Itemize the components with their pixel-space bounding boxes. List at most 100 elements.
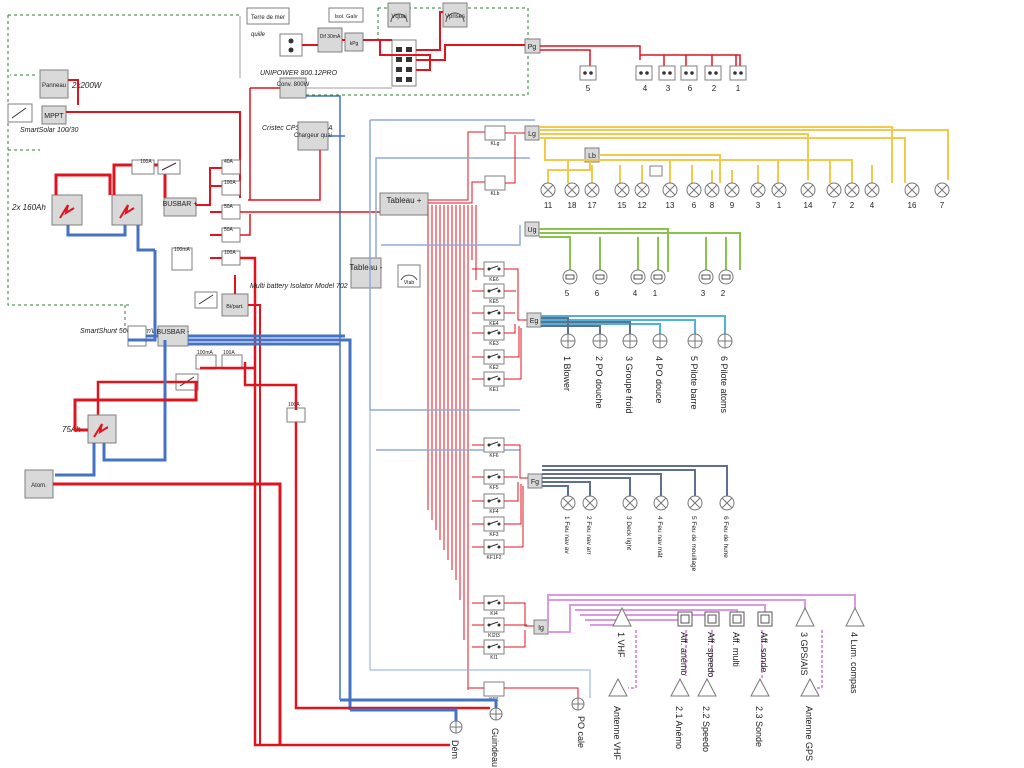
charger-section: Cristec CPS2 12V 40A Chargeur quai xyxy=(248,87,345,700)
lamp-label: 7 xyxy=(940,201,945,210)
load-symbol xyxy=(560,333,576,349)
ig-load-label: Aff. multi xyxy=(731,632,741,667)
antenna-icon xyxy=(697,677,717,697)
ig-load-label: Aff. speedo xyxy=(706,632,716,677)
nav-light-icon xyxy=(653,495,669,511)
antenna-icon xyxy=(800,677,820,697)
fg-load-label: 1 Feu nav av xyxy=(563,516,570,554)
svg-text:50A: 50A xyxy=(224,204,234,210)
ceiling-lamp-icon xyxy=(864,182,880,198)
panneau-label: Panneau xyxy=(42,83,66,89)
switch-label: KE4 xyxy=(489,321,499,327)
eg-load-label: 1 Blower xyxy=(562,356,572,391)
switch-label: KF4 xyxy=(489,509,498,515)
nav-light-icon xyxy=(560,495,576,511)
pg-outlet: 4 xyxy=(635,65,653,93)
ceiling-lamp-icon xyxy=(704,182,720,198)
fuse-column: 40A 100A 50A 50A 100A 100mA xyxy=(171,159,450,747)
svg-text:BUSBAR +: BUSBAR + xyxy=(163,201,198,208)
ceiling-lamp-icon xyxy=(724,182,740,198)
isolator-label: Multi battery Isolator Model 702 xyxy=(250,283,348,290)
socket-label: 6 xyxy=(595,289,600,298)
svg-text:100mA: 100mA xyxy=(174,247,191,253)
lamp-label: 8 xyxy=(710,201,715,210)
switch-fuse: KE1 xyxy=(483,371,505,393)
switch-fuse: KF5 xyxy=(483,469,505,491)
antenna-label: 2.2 Speedo xyxy=(701,706,711,752)
antenna-label: Antenne VHF xyxy=(612,706,622,761)
lamp-label: 9 xyxy=(730,201,735,210)
lamp-label: 2 xyxy=(850,201,855,210)
socket-icon xyxy=(562,269,578,285)
ig-load-label: Aff. sonde xyxy=(759,632,769,672)
nav-light-icon xyxy=(582,495,598,511)
socket-icon xyxy=(592,269,608,285)
svg-text:6: 6 xyxy=(688,84,693,93)
display-icon xyxy=(704,611,720,627)
switch-fuse: KF3 xyxy=(483,516,505,538)
isolator: Multi battery Isolator Model 702 Bi/part… xyxy=(194,275,348,745)
ceiling-lamp-icon xyxy=(584,182,600,198)
ceiling-lamp-icon xyxy=(564,182,580,198)
svg-text:KLg: KLg xyxy=(491,141,500,147)
fg-load-label: 2 Feu nav arr xyxy=(585,516,592,555)
lamp-label: 1 xyxy=(777,201,782,210)
socket-label: 5 xyxy=(565,289,570,298)
switch-fuse: KE6 xyxy=(483,261,505,283)
svg-text:50A: 50A xyxy=(224,227,234,233)
isol-galv-label: Isol. Galv xyxy=(335,14,358,20)
eg-load-label: 5 Pilote barre xyxy=(689,356,699,410)
lamp-label: 4 xyxy=(870,201,875,210)
socket-label: 3 xyxy=(701,289,706,298)
dem-symbol xyxy=(449,720,463,734)
display-icon xyxy=(757,611,773,627)
switch-fuse: KE3 xyxy=(483,325,505,347)
panneau-spec: 2x200W xyxy=(71,81,103,90)
svg-text:Lb: Lb xyxy=(588,153,596,160)
ceiling-lamp-icon xyxy=(540,182,556,198)
load-symbol xyxy=(622,333,638,349)
antenna-label: 2.1 Anémo xyxy=(674,706,684,749)
pg-outlet: 1 xyxy=(729,65,747,93)
dem-label: Dém xyxy=(450,740,460,759)
ground-wires xyxy=(7,7,529,330)
antenna-label: Antenne GPS xyxy=(804,706,814,761)
eg-load-label: 2 PO douche xyxy=(594,356,604,409)
switch-label: KI2I3 xyxy=(488,633,500,639)
svg-text:100A: 100A xyxy=(224,180,236,186)
battery-bank: 2x 160Ah 100A xyxy=(11,159,181,252)
switch-fuse: KF6 xyxy=(483,437,505,459)
nav-light-icon xyxy=(687,495,703,511)
fg-load-label: 6 Feu de hune xyxy=(722,516,729,558)
antenna-icon xyxy=(670,677,690,697)
start-battery: 75Ah Atom. xyxy=(24,340,282,745)
lamp-label: 3 xyxy=(756,201,761,210)
lamp-label: 6 xyxy=(692,201,697,210)
svg-text:Vtab: Vtab xyxy=(404,280,415,286)
ceiling-lamp-icon xyxy=(614,182,630,198)
switch-fuse: KE5 xyxy=(483,283,505,305)
lg-branch: KLg KLb Lg Lb xyxy=(484,125,949,197)
svg-text:4: 4 xyxy=(643,84,648,93)
svg-text:Fg: Fg xyxy=(531,479,539,486)
socket-icon xyxy=(630,269,646,285)
svg-text:100A: 100A xyxy=(223,350,235,356)
switch-fuse: KI2I3 xyxy=(483,617,505,639)
instrument-triangle-icon xyxy=(795,606,815,627)
eg-load-label: 6 Pilote atoms xyxy=(719,356,729,414)
fg-load-label: 5 Feu de mouillage xyxy=(690,516,697,572)
po-cale-symbol xyxy=(571,697,585,711)
ig-load-label: 4 Lum. compas xyxy=(849,632,859,694)
switch-label: KF6 xyxy=(489,453,498,459)
svg-text:Ug: Ug xyxy=(528,227,537,234)
ceiling-lamp-icon xyxy=(844,182,860,198)
svg-text:Lg: Lg xyxy=(528,131,536,138)
svg-text:Ig: Ig xyxy=(538,625,544,632)
svg-text:SmartShunt 500A/50mV: SmartShunt 500A/50mV xyxy=(80,328,157,335)
